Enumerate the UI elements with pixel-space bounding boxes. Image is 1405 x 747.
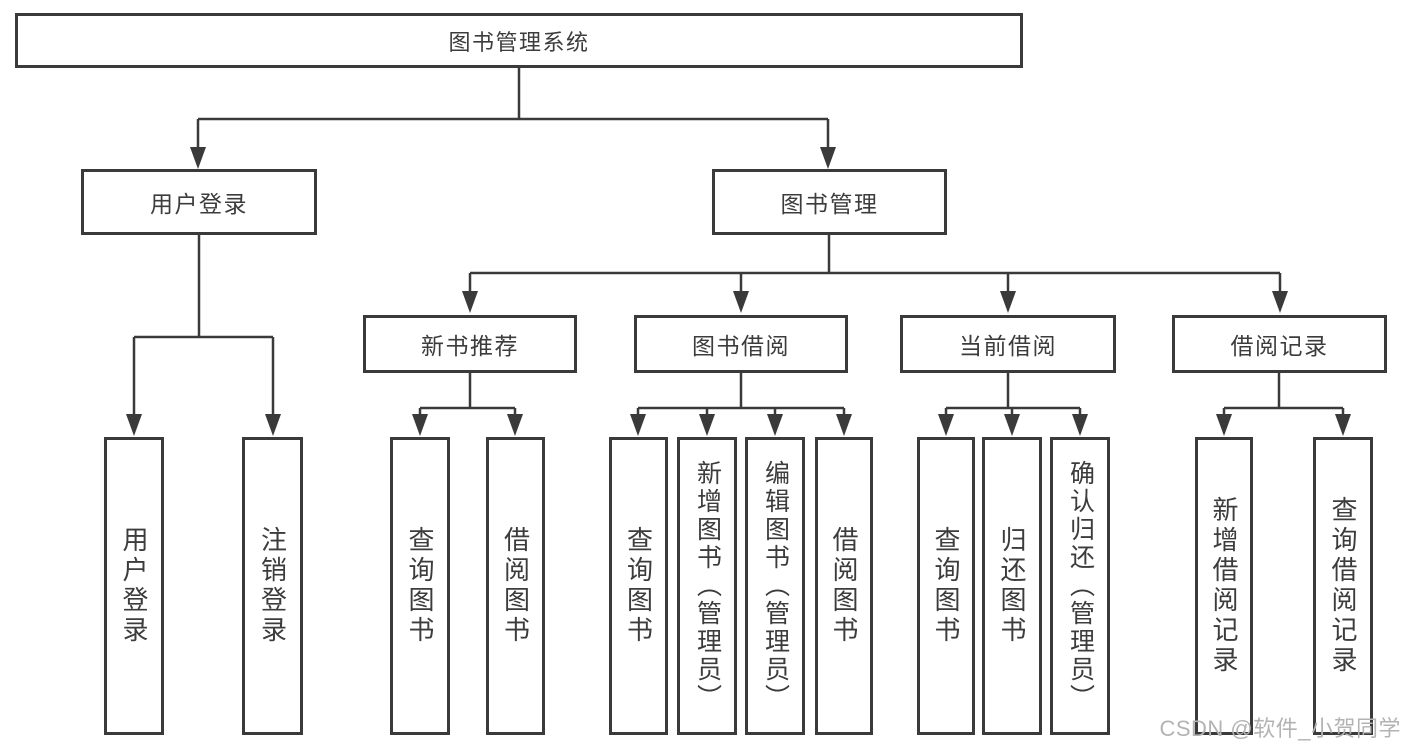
leaf-user-login: 用户登录 (104, 437, 164, 735)
leaf-current-query-book-label: 查询图书 (931, 526, 961, 646)
leaf-recommend-borrow-book: 借阅图书 (486, 437, 545, 735)
node-user-login-branch-label: 用户登录 (150, 191, 248, 217)
leaf-borrow-edit-book: 编辑图书（管理员） (745, 437, 805, 735)
node-root: 图书管理系统 (15, 13, 1023, 68)
leaf-records-add-record-label: 新增借阅记录 (1209, 496, 1239, 676)
leaf-current-confirm-return-label: 确认归还（管理员） (1066, 460, 1095, 712)
node-new-book-recommend: 新书推荐 (363, 315, 577, 373)
leaf-records-add-record: 新增借阅记录 (1195, 437, 1253, 735)
leaf-recommend-borrow-book-label: 借阅图书 (500, 526, 531, 646)
leaf-borrow-borrow-book-label: 借阅图书 (829, 526, 859, 646)
node-book-borrow: 图书借阅 (634, 315, 848, 373)
leaf-borrow-borrow-book: 借阅图书 (815, 437, 873, 735)
leaf-current-confirm-return: 确认归还（管理员） (1050, 437, 1110, 735)
node-current-borrow-label: 当前借阅 (959, 333, 1057, 359)
leaf-records-query-record: 查询借阅记录 (1313, 437, 1373, 735)
node-book-borrow-label: 图书借阅 (692, 333, 790, 359)
node-book-management: 图书管理 (712, 169, 947, 235)
leaf-recommend-query-book: 查询图书 (390, 437, 450, 735)
node-root-label: 图书管理系统 (448, 29, 590, 55)
leaf-current-return-book: 归还图书 (982, 437, 1042, 735)
leaf-borrow-add-book: 新增图书（管理员） (677, 437, 737, 735)
node-new-book-recommend-label: 新书推荐 (421, 333, 519, 359)
leaf-logout: 注销登录 (242, 437, 303, 735)
leaf-borrow-query-book: 查询图书 (609, 437, 668, 735)
leaf-recommend-query-book-label: 查询图书 (405, 526, 435, 646)
leaf-logout-label: 注销登录 (257, 526, 288, 646)
leaf-borrow-add-book-label: 新增图书（管理员） (693, 460, 722, 712)
node-borrow-records-label: 借阅记录 (1230, 333, 1329, 359)
node-current-borrow: 当前借阅 (900, 315, 1116, 373)
csdn-watermark: CSDN @软件_小贺同学 (1159, 716, 1401, 741)
node-user-login-branch: 用户登录 (81, 169, 317, 235)
leaf-current-return-book-label: 归还图书 (997, 526, 1027, 646)
node-book-management-label: 图书管理 (780, 191, 879, 217)
node-borrow-records: 借阅记录 (1172, 315, 1387, 373)
leaf-user-login-label: 用户登录 (119, 526, 149, 646)
leaf-borrow-edit-book-label: 编辑图书（管理员） (761, 460, 790, 712)
leaf-borrow-query-book-label: 查询图书 (623, 526, 654, 646)
leaf-current-query-book: 查询图书 (917, 437, 975, 735)
leaf-records-query-record-label: 查询借阅记录 (1328, 496, 1358, 676)
